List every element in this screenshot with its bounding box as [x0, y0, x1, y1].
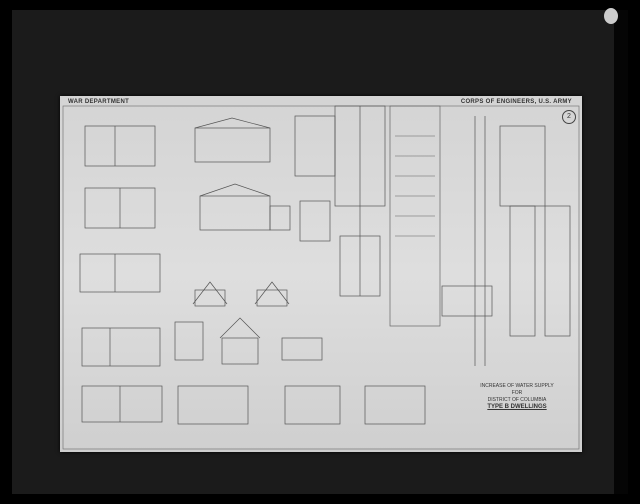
header-left: WAR DEPARTMENT [68, 99, 130, 105]
title-main: TYPE B DWELLINGS [487, 404, 547, 410]
title-line: FOR [511, 390, 523, 396]
drawing-linework [62, 105, 580, 450]
title-line: INCREASE OF WATER SUPPLY [480, 383, 554, 389]
architectural-drawing-sheet: WAR DEPARTMENT CORPS OF ENGINEERS, U.S. … [60, 96, 582, 452]
film-notch [604, 8, 618, 24]
title-line: DISTRICT OF COLUMBIA [487, 397, 547, 403]
title-block: INCREASE OF WATER SUPPLY FOR DISTRICT OF… [462, 383, 572, 411]
sheet-number: 2 [562, 110, 576, 124]
header-right: CORPS OF ENGINEERS, U.S. ARMY [460, 99, 572, 105]
film-edge [614, 10, 628, 494]
